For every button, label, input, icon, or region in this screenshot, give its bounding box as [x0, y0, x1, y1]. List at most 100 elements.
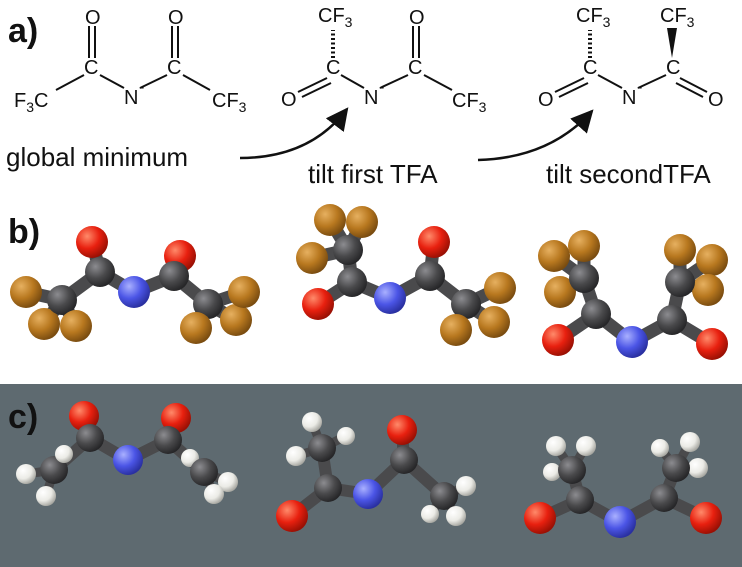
hydrogen-atom	[55, 445, 73, 463]
carbon-atom-label: C	[167, 57, 181, 79]
wedge-bond	[667, 28, 677, 58]
charge-label: -	[637, 79, 642, 96]
nitrogen-atom	[604, 506, 636, 538]
fluorine-atom	[440, 314, 472, 346]
bond	[340, 74, 365, 89]
oxygen-atom-label: O	[281, 89, 297, 111]
charge-label: -	[139, 79, 144, 96]
nitrogen-atom-label: N	[622, 87, 636, 109]
carbon-atom	[308, 434, 336, 462]
structure-tilt-first	[297, 26, 453, 98]
fluorine-atom	[696, 244, 728, 276]
fluorine-atom	[484, 272, 516, 304]
fluorine-atom	[314, 204, 346, 236]
structure-tilt-second	[554, 28, 708, 98]
fluorine-atom	[664, 234, 696, 266]
fluorine-atom	[228, 276, 260, 308]
carbon-atom	[581, 299, 611, 329]
fluorine-atom	[692, 274, 724, 306]
oxygen-atom	[69, 401, 99, 431]
carbon-atom	[337, 267, 367, 297]
hydrogen-atom	[446, 506, 466, 526]
carbon-atom	[40, 456, 68, 484]
panel-a: a) O O C C N - F3C CF3	[6, 5, 724, 189]
carbon-atom-label: C	[583, 57, 597, 79]
carbon-atom	[85, 257, 115, 287]
bond	[182, 74, 211, 91]
fluorine-atom	[478, 306, 510, 338]
bond	[99, 74, 125, 89]
carbon-atom	[650, 484, 678, 512]
arrow-icon	[239, 107, 349, 160]
hydrogen-atom	[688, 458, 708, 478]
molecule-model-b2	[296, 204, 516, 346]
structure-tilt-first-labels: CF3 O C C N - O CF3	[281, 5, 487, 115]
fluorine-atom	[544, 276, 576, 308]
panel-c-label: c)	[8, 398, 38, 436]
fluorine-atom	[296, 242, 328, 274]
fluorine-atom	[180, 312, 212, 344]
structure-global-minimum	[55, 26, 211, 91]
carbon-atom	[314, 474, 342, 502]
cf3-group-left: F3C	[14, 90, 48, 115]
fluorine-atom	[60, 310, 92, 342]
hydrogen-atom	[543, 463, 561, 481]
oxygen-atom	[302, 288, 334, 320]
panel-b: b)	[8, 204, 728, 360]
fluorine-atom	[568, 230, 600, 262]
hydrogen-atom	[456, 476, 476, 496]
carbon-atom	[390, 446, 418, 474]
oxygen-atom	[690, 502, 722, 534]
bond	[379, 74, 409, 89]
carbon-atom	[569, 263, 599, 293]
fluorine-atom	[28, 308, 60, 340]
carbon-atom	[415, 261, 445, 291]
carbon-atom	[193, 289, 223, 319]
bond	[597, 74, 623, 89]
fluorine-atom	[10, 276, 42, 308]
fluorine-atom	[220, 304, 252, 336]
nitrogen-atom	[616, 326, 648, 358]
bond	[679, 77, 708, 93]
bond	[554, 77, 585, 93]
oxygen-atom	[542, 324, 574, 356]
nitrogen-atom	[113, 445, 143, 475]
carbon-atom-label: C	[326, 57, 340, 79]
bond	[423, 74, 453, 91]
cf3-group-right: CF3	[212, 90, 247, 115]
molecule-model-b1	[10, 226, 260, 344]
bond	[675, 82, 704, 98]
bond	[637, 74, 667, 89]
molecule-model-c3	[524, 432, 722, 538]
carbon-atom	[662, 454, 690, 482]
bond	[55, 74, 85, 91]
hydrogen-atom	[421, 505, 439, 523]
oxygen-atom	[276, 500, 308, 532]
hydrogen-atom	[218, 472, 238, 492]
nitrogen-atom	[353, 479, 383, 509]
carbon-atom	[76, 424, 104, 452]
nitrogen-atom	[118, 276, 150, 308]
oxygen-atom-label: O	[538, 89, 554, 111]
panel-c-background	[0, 384, 742, 567]
bond	[297, 77, 328, 93]
charge-label: -	[379, 79, 384, 96]
panel-c: c)	[0, 384, 742, 567]
bond	[558, 82, 589, 98]
oxygen-atom-label: O	[168, 7, 184, 29]
hydrogen-atom	[16, 464, 36, 484]
carbon-atom	[657, 305, 687, 335]
hydrogen-atom	[546, 436, 566, 456]
fluorine-atom	[346, 206, 378, 238]
cf3-group-top-right: CF3	[660, 5, 695, 30]
oxygen-atom-label: O	[85, 7, 101, 29]
carbon-atom	[451, 289, 481, 319]
carbon-atom	[190, 458, 218, 486]
carbon-atom-label: C	[666, 57, 680, 79]
oxygen-atom-label: O	[409, 7, 425, 29]
molecule-model-c1	[16, 401, 238, 506]
cf3-group-top: CF3	[318, 5, 353, 30]
carbon-atom	[159, 261, 189, 291]
carbon-atom	[558, 456, 586, 484]
